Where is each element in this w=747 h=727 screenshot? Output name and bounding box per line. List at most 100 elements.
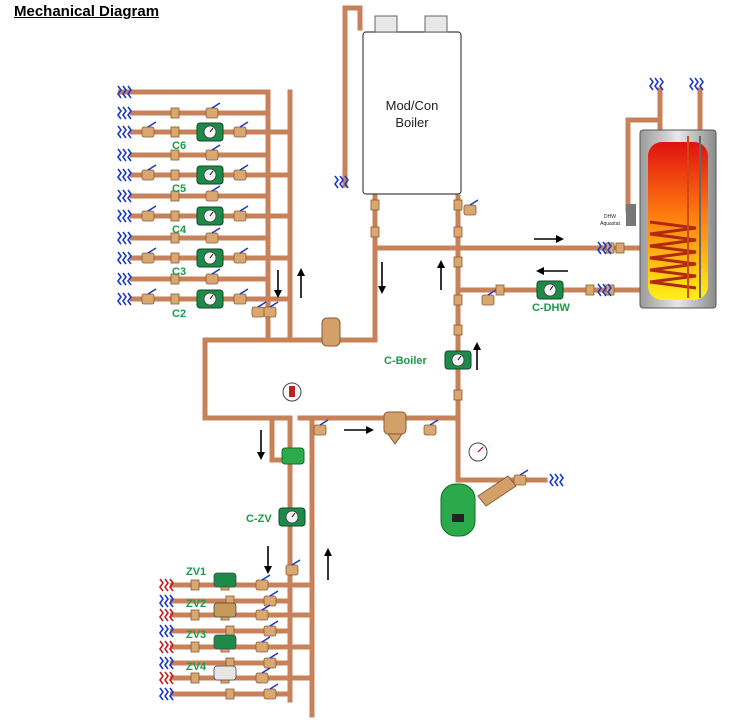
valve-handle	[147, 288, 157, 295]
boiler[interactable]: Mod/Con Boiler	[362, 15, 462, 195]
zone-valve-actuator	[213, 665, 237, 681]
flow-arrow	[257, 430, 265, 460]
valve-handle	[239, 288, 249, 295]
pipe-break-icon	[159, 671, 174, 685]
break-stroke	[159, 578, 164, 592]
label-c6: C6	[172, 140, 186, 152]
break-stroke	[164, 687, 169, 701]
pipe-break-icon	[117, 168, 132, 182]
circulator-c3[interactable]	[196, 248, 224, 268]
break-stroke	[127, 251, 132, 265]
label-c-dhw: C-DHW	[532, 302, 570, 314]
fitting	[453, 256, 463, 268]
valve-handle	[319, 419, 329, 426]
valve-handle	[519, 469, 529, 476]
ball-valve	[255, 672, 269, 684]
valve-handle	[257, 301, 267, 308]
flow-arrow	[536, 267, 568, 275]
indirect-water-heater[interactable]	[639, 129, 717, 309]
valve-handle	[487, 289, 497, 296]
copper-piping	[202, 5, 703, 718]
fitting	[370, 199, 380, 211]
break-stroke	[659, 77, 664, 91]
zone-valve-zv4[interactable]	[213, 665, 237, 681]
expansion-tank[interactable]	[440, 483, 476, 537]
circulator-c4[interactable]	[196, 206, 224, 226]
pipe-break-icon	[117, 209, 132, 223]
break-stroke	[127, 148, 132, 162]
pipe-break-icon	[117, 292, 132, 306]
pump-indicator	[291, 512, 296, 518]
circulator-c2[interactable]	[196, 289, 224, 309]
pump-indicator	[549, 285, 554, 291]
break-stroke	[122, 189, 127, 203]
valve-handle	[261, 636, 271, 643]
ball-valve	[263, 306, 277, 318]
flow-arrow	[473, 342, 481, 370]
label-zv2: ZV2	[186, 598, 206, 610]
circulator-c6[interactable]	[196, 122, 224, 142]
pipe-break-icon	[597, 283, 612, 297]
valve-handle	[469, 199, 479, 206]
break-stroke	[607, 241, 612, 255]
fitting	[190, 672, 200, 684]
break-stroke	[122, 125, 127, 139]
fitting	[170, 107, 180, 119]
ball-valve	[255, 579, 269, 591]
circulator-c-boiler[interactable]	[444, 350, 472, 370]
label-zv1: ZV1	[186, 566, 206, 578]
valve-handle	[147, 247, 157, 254]
valve-handle	[147, 164, 157, 171]
zone-valve-zv2[interactable]	[213, 602, 237, 618]
ball-valve	[141, 169, 155, 181]
valve-handle	[269, 301, 279, 308]
circulator-c-dhw[interactable]	[536, 280, 564, 300]
flow-arrow	[264, 546, 272, 574]
thermometer	[282, 382, 302, 402]
fitting	[453, 389, 463, 401]
break-stroke	[169, 640, 174, 654]
fitting	[170, 293, 180, 305]
break-stroke	[602, 241, 607, 255]
fitting	[453, 294, 463, 306]
break-stroke	[127, 106, 132, 120]
ball-valve	[263, 625, 277, 637]
pipe-break-icon	[117, 106, 132, 120]
break-stroke	[654, 77, 659, 91]
zone-valve-actuator	[213, 602, 237, 618]
zone-valve-zv1[interactable]	[213, 572, 237, 588]
ball-valve	[285, 564, 299, 576]
fitting	[495, 284, 505, 296]
ball-valve	[205, 273, 219, 285]
pipe-break-icon	[117, 251, 132, 265]
ball-valve	[263, 688, 277, 700]
label-c3: C3	[172, 266, 186, 278]
valve-handle	[239, 205, 249, 212]
circulator-c-zv[interactable]	[278, 507, 306, 527]
pipe-break-icon	[159, 594, 174, 608]
zone-valve-zv3[interactable]	[213, 634, 237, 650]
break-stroke	[122, 168, 127, 182]
mixing-valve	[281, 447, 305, 465]
diagram-title: Mechanical Diagram	[14, 3, 160, 20]
pipe-break-icon	[689, 77, 704, 91]
label-c-boiler: C-Boiler	[384, 355, 428, 367]
break-stroke	[689, 77, 694, 91]
valve-handle	[269, 683, 279, 690]
component-labels: C6 C5 C4 C3 C2 C-DHW C-Boiler C-ZV ZV1 Z…	[172, 140, 570, 673]
label-zv3: ZV3	[186, 629, 206, 641]
break-stroke	[122, 85, 127, 99]
valve-handle	[211, 144, 221, 151]
valve-handle	[211, 268, 221, 275]
pump-indicator	[457, 355, 462, 361]
pipe-break-icon	[117, 272, 132, 286]
break-stroke	[159, 624, 164, 638]
break-stroke	[117, 85, 122, 99]
fitting	[225, 625, 235, 637]
fitting	[170, 190, 180, 202]
pump-indicator	[209, 253, 214, 259]
valve-handle	[261, 574, 271, 581]
pressure-gauge	[468, 442, 488, 462]
circulator-c5[interactable]	[196, 165, 224, 185]
